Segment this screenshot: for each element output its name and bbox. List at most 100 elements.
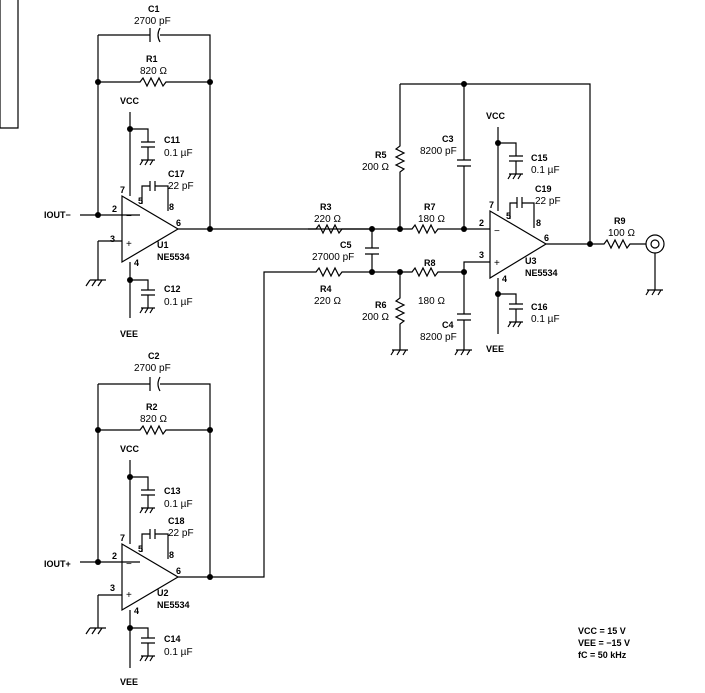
c1-value: 2700 pF (134, 16, 171, 27)
svg-text:C14: C14 (164, 634, 181, 644)
c1-plate2 (157, 27, 161, 43)
svg-text:C19: C19 (535, 184, 552, 194)
svg-text:C15: C15 (531, 153, 548, 163)
svg-text:R3: R3 (320, 202, 332, 212)
svg-text:8200 pF: 8200 pF (420, 332, 457, 343)
u1-part: NE5534 (157, 252, 190, 262)
svg-text:22 pF: 22 pF (535, 196, 561, 207)
svg-text:3: 3 (110, 234, 115, 244)
svg-text:27000 pF: 27000 pF (312, 252, 354, 263)
svg-text:+: + (494, 258, 500, 269)
svg-text:5: 5 (506, 211, 511, 221)
svg-text:+: + (126, 239, 132, 250)
svg-text:VCC: VCC (486, 111, 506, 121)
svg-text:R5: R5 (375, 150, 387, 160)
svg-text:7: 7 (120, 185, 125, 195)
svg-text:VEE: VEE (120, 677, 138, 687)
svg-text:C16: C16 (531, 302, 548, 312)
svg-text:C2: C2 (148, 351, 160, 361)
svg-text:R6: R6 (375, 300, 387, 310)
svg-text:R7: R7 (424, 202, 436, 212)
svg-text:U3: U3 (525, 256, 537, 266)
svg-text:8: 8 (169, 202, 174, 212)
svg-text:C17: C17 (168, 169, 185, 179)
svg-text:180 Ω: 180 Ω (418, 214, 445, 225)
svg-text:220 Ω: 220 Ω (314, 214, 341, 225)
svg-text:8: 8 (536, 218, 541, 228)
svg-text:5: 5 (138, 196, 143, 206)
stage-u3: −+ 2 3 7 5 8 6 4 U3 NE5534 VCC C15 0.1 µ… (479, 111, 665, 354)
svg-text:R4: R4 (320, 284, 332, 294)
supply-notes: VCC = 15 V VEE = −15 V fC = 50 kHz (578, 626, 630, 660)
svg-text:0.1 µF: 0.1 µF (164, 499, 193, 510)
svg-text:2: 2 (112, 551, 117, 561)
svg-text:0.1 µF: 0.1 µF (164, 647, 193, 658)
svg-text:820 Ω: 820 Ω (140, 414, 167, 425)
frame-border (0, 0, 19, 129)
svg-text:NE5534: NE5534 (525, 268, 558, 278)
svg-text:2: 2 (112, 204, 117, 214)
svg-text:22 pF: 22 pF (168, 181, 194, 192)
note-vcc: VCC = 15 V (578, 626, 626, 636)
svg-text:0.1 µF: 0.1 µF (164, 297, 193, 308)
r1-ref: R1 (146, 54, 158, 64)
note-fc: fC = 50 kHz (578, 650, 627, 660)
u2-opamp (121, 542, 180, 612)
r3-symbol (308, 223, 400, 235)
svg-text:C5: C5 (340, 240, 352, 250)
u1-vcc-label: VCC (120, 96, 140, 106)
svg-text:200 Ω: 200 Ω (362, 162, 389, 173)
r1-symbol (98, 76, 210, 88)
svg-text:U2: U2 (157, 588, 169, 598)
svg-text:220 Ω: 220 Ω (314, 296, 341, 307)
svg-text:+: + (126, 590, 132, 601)
note-vee: VEE = −15 V (578, 638, 630, 648)
stage-u2: C2 2700 pF R2 820 Ω −+ 2 3 7 5 8 6 4 U2 … (44, 271, 308, 687)
u1-opamp (121, 194, 180, 264)
svg-text:6: 6 (544, 233, 549, 243)
svg-text:2700 pF: 2700 pF (134, 363, 171, 374)
svg-text:C4: C4 (442, 320, 454, 330)
output-connector-icon (645, 234, 665, 254)
svg-text:C18: C18 (168, 516, 185, 526)
svg-text:8200 pF: 8200 pF (420, 146, 457, 157)
svg-text:3: 3 (479, 250, 484, 260)
svg-text:0.1 µF: 0.1 µF (164, 148, 193, 159)
svg-text:22 pF: 22 pF (168, 528, 194, 539)
svg-text:6: 6 (176, 218, 181, 228)
svg-text:200 Ω: 200 Ω (362, 312, 389, 323)
svg-text:180 Ω: 180 Ω (418, 296, 445, 307)
svg-text:6: 6 (176, 566, 181, 576)
u1-vee-label: VEE (120, 329, 138, 339)
filter-network: R3 220 Ω R4 220 Ω C5 27000 pF R5 200 Ω R… (308, 81, 591, 356)
svg-text:4: 4 (134, 258, 139, 268)
r1-value: 820 Ω (140, 66, 167, 77)
svg-text:C11: C11 (164, 135, 180, 145)
svg-text:0.1 µF: 0.1 µF (531, 165, 560, 176)
svg-text:7: 7 (120, 533, 125, 543)
svg-text:8: 8 (169, 550, 174, 560)
svg-text:VCC: VCC (120, 444, 140, 454)
svg-text:4: 4 (134, 606, 139, 616)
c1-ref: C1 (148, 4, 160, 14)
svg-text:−: − (126, 559, 132, 570)
svg-text:−: − (126, 211, 132, 222)
svg-text:100 Ω: 100 Ω (608, 228, 635, 239)
svg-text:C12: C12 (164, 284, 181, 294)
svg-text:R8: R8 (424, 258, 436, 268)
u1-ref: U1 (157, 240, 169, 250)
svg-text:VEE: VEE (486, 344, 504, 354)
svg-text:3: 3 (110, 583, 115, 593)
svg-text:−: − (494, 226, 500, 237)
svg-text:5: 5 (138, 544, 143, 554)
svg-text:7: 7 (489, 200, 494, 210)
svg-text:2: 2 (479, 218, 484, 228)
svg-text:C3: C3 (442, 134, 454, 144)
svg-text:R9: R9 (614, 216, 626, 226)
iout-plus-label: IOUT+ (44, 559, 71, 569)
iout-minus-label: IOUT− (44, 210, 71, 220)
svg-text:NE5534: NE5534 (157, 600, 190, 610)
u3-opamp (489, 209, 548, 280)
svg-text:0.1 µF: 0.1 µF (531, 314, 560, 325)
